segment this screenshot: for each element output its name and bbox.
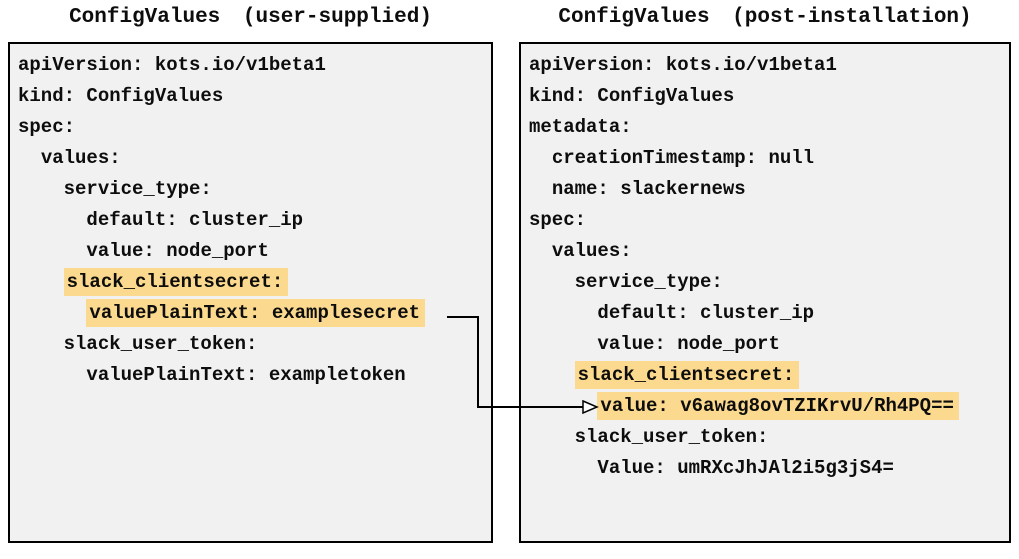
indent: [529, 457, 597, 479]
code-text: name: slackernews: [551, 178, 746, 200]
indent: [529, 240, 552, 262]
code-line: spec:: [529, 205, 1003, 236]
code-text: default: cluster_ip: [597, 302, 815, 324]
code-text: spec:: [18, 116, 76, 138]
code-line: default: cluster_ip: [18, 205, 485, 236]
code-line: kind: ConfigValues: [529, 81, 1003, 112]
code-line: value: node_port: [18, 236, 485, 267]
code-line: values:: [18, 143, 485, 174]
highlighted-code-text: slack_clientsecret:: [63, 268, 289, 296]
indent: [529, 178, 552, 200]
code-text: apiVersion: kots.io/v1beta1: [18, 54, 326, 76]
indent: [18, 333, 64, 355]
indent: [529, 395, 597, 417]
code-line: apiVersion: kots.io/v1beta1: [529, 50, 1003, 81]
code-text: metadata:: [529, 116, 632, 138]
code-text: value: node_port: [86, 240, 269, 262]
code-text: values:: [551, 240, 632, 262]
indent: [18, 271, 64, 293]
code-line: default: cluster_ip: [529, 298, 1003, 329]
indent: [18, 147, 41, 169]
highlighted-code-text: slack_clientsecret:: [574, 361, 800, 389]
indent: [529, 333, 597, 355]
indent: [529, 364, 575, 386]
code-line: creationTimestamp: null: [529, 143, 1003, 174]
code-line: metadata:: [529, 112, 1003, 143]
code-line: values:: [529, 236, 1003, 267]
code-line: apiVersion: kots.io/v1beta1: [18, 50, 485, 81]
indent: [18, 240, 86, 262]
code-text: kind: ConfigValues: [529, 85, 735, 107]
code-text: slack_user_token:: [63, 333, 258, 355]
code-text: service_type:: [574, 271, 723, 293]
code-text: slack_user_token:: [574, 426, 769, 448]
right-config-panel: apiVersion: kots.io/v1beta1 kind: Config…: [519, 42, 1011, 543]
code-text: creationTimestamp: null: [551, 147, 815, 169]
highlighted-code-text: valuePlainText: examplesecret: [86, 299, 426, 327]
left-panel-title: ConfigValues (user-supplied): [69, 6, 432, 29]
code-line: slack_clientsecret:: [18, 267, 485, 298]
left-config-panel: apiVersion: kots.io/v1beta1 kind: Config…: [8, 42, 493, 543]
code-line: service_type:: [529, 267, 1003, 298]
code-line: slack_user_token:: [18, 329, 485, 360]
code-line: slack_user_token:: [529, 422, 1003, 453]
code-line: valuePlainText: examplesecret: [18, 298, 485, 329]
right-panel-title: ConfigValues (post-installation): [558, 6, 972, 29]
indent: [18, 302, 86, 324]
code-text: valuePlainText: exampletoken: [86, 364, 406, 386]
code-text: spec:: [529, 209, 587, 231]
indent: [529, 426, 575, 448]
code-line: Value: umRXcJhJAl2i5g3jS4=: [529, 453, 1003, 484]
code-text: default: cluster_ip: [86, 209, 304, 231]
code-line: name: slackernews: [529, 174, 1003, 205]
indent: [529, 302, 597, 324]
code-line: valuePlainText: exampletoken: [18, 360, 485, 391]
indent: [529, 147, 552, 169]
code-line: service_type:: [18, 174, 485, 205]
code-text: Value: umRXcJhJAl2i5g3jS4=: [597, 457, 894, 479]
code-text: values:: [40, 147, 121, 169]
indent: [18, 209, 86, 231]
code-text: service_type:: [63, 178, 212, 200]
code-text: value: node_port: [597, 333, 780, 355]
code-text: kind: ConfigValues: [18, 85, 224, 107]
code-text: apiVersion: kots.io/v1beta1: [529, 54, 837, 76]
code-line: slack_clientsecret:: [529, 360, 1003, 391]
code-line: value: node_port: [529, 329, 1003, 360]
code-line: kind: ConfigValues: [18, 81, 485, 112]
indent: [529, 271, 575, 293]
indent: [18, 364, 86, 386]
code-line: value: v6awag8ovTZIKrvU/Rh4PQ==: [529, 391, 1003, 422]
indent: [18, 178, 64, 200]
highlighted-code-text: value: v6awag8ovTZIKrvU/Rh4PQ==: [597, 392, 959, 420]
code-line: spec:: [18, 112, 485, 143]
